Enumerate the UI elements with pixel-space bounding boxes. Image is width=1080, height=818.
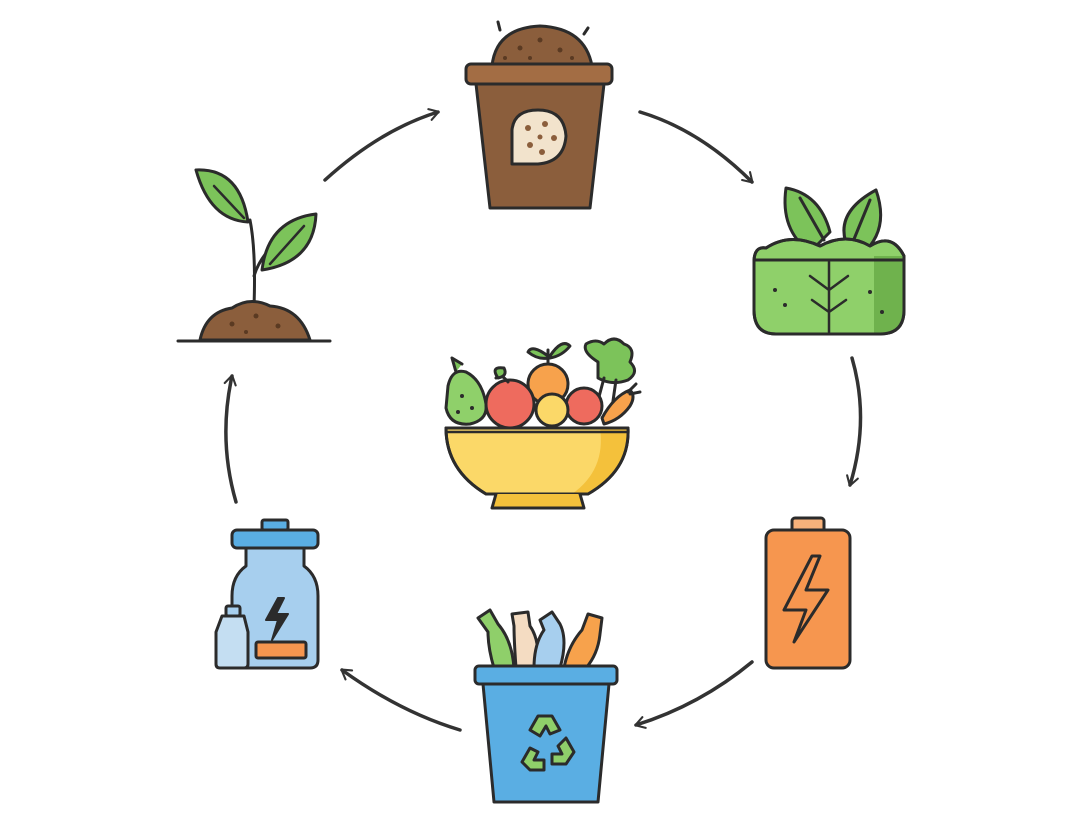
seedling-icon (176, 168, 332, 343)
arrow-greens-to-battery (846, 356, 863, 487)
recycle-symbol-icon (520, 714, 576, 772)
arrow-recycle-to-biofuel (340, 668, 462, 732)
arrow-compost-to-greens (638, 110, 754, 184)
arrow-seedling-to-compost (323, 108, 440, 182)
leafy-greens-icon (752, 186, 906, 336)
arrow-battery-to-recycle (634, 660, 754, 729)
fruit-bowl-icon (444, 337, 642, 510)
battery-energy-icon (764, 516, 852, 670)
recycling-bin-bottles-icon (473, 608, 619, 804)
biofuel-container-icon (214, 518, 320, 670)
cycle-arrows (223, 108, 863, 732)
arrow-biofuel-to-seedling (223, 374, 238, 504)
compost-bin-icon (464, 20, 614, 210)
